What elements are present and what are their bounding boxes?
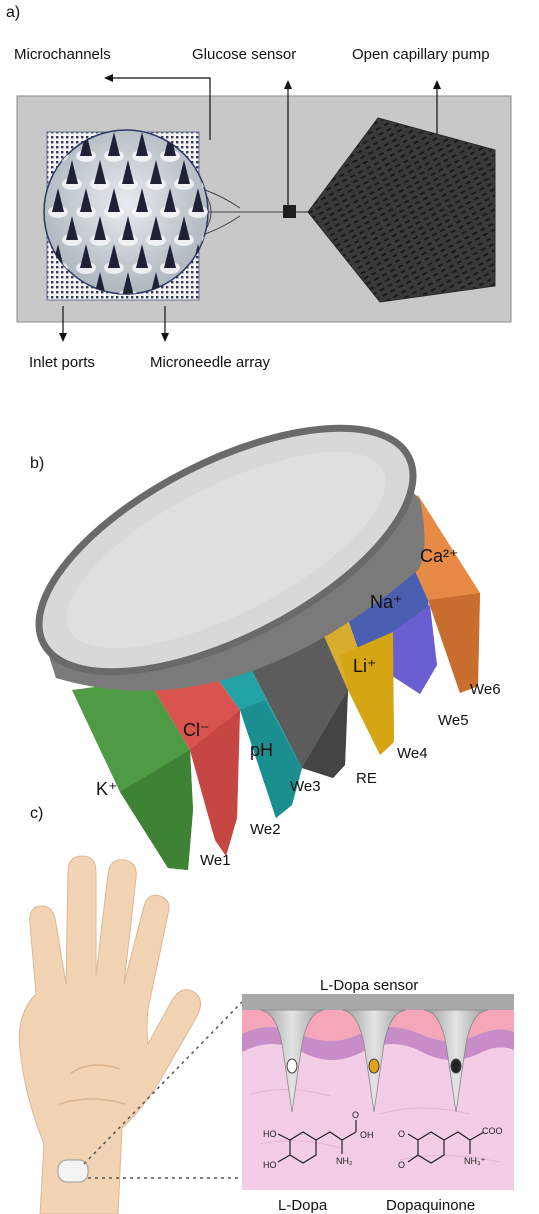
microneedle	[66, 160, 78, 184]
sensor-disc	[35, 424, 425, 691]
microneedle	[52, 188, 64, 212]
electrode-label-we6: We6	[470, 681, 501, 698]
microneedle	[108, 244, 120, 268]
microneedle	[164, 244, 176, 268]
ldopa-molecule	[277, 1120, 357, 1164]
label-glucose-sensor: Glucose sensor	[192, 46, 297, 63]
electrode-label-we3: We3	[290, 778, 321, 795]
microneedle	[80, 132, 92, 156]
chem-nh3: NH₃⁺	[464, 1156, 486, 1166]
microneedle	[150, 160, 162, 184]
dopaquinone-molecule	[407, 1131, 485, 1164]
ion-label-k: K⁺	[96, 779, 118, 799]
hand-illustration	[18, 855, 201, 1214]
chem-nh2: NH₂	[336, 1156, 353, 1166]
microneedle	[80, 188, 92, 212]
microneedle	[136, 188, 148, 212]
chem-oh: OH	[360, 1130, 374, 1140]
microneedle	[80, 244, 92, 268]
label-inlet-ports: Inlet ports	[29, 354, 95, 371]
electrode-k	[72, 680, 193, 870]
ion-label-ca: Ca²⁺	[420, 546, 459, 566]
electrode-label-we4: We4	[397, 745, 428, 762]
chem-o-top: O	[398, 1129, 405, 1139]
panel-b-figure: K⁺ Cl⁻ pH Li⁺ Na⁺ Ca²⁺ We1 We2 We3 RE We…	[35, 424, 501, 870]
microneedle	[122, 272, 134, 294]
ldopa-label: L-Dopa	[278, 1197, 328, 1214]
microneedle	[94, 216, 106, 240]
chem-ho-bottom: HO	[263, 1160, 277, 1170]
microneedle	[136, 244, 148, 268]
chem-coo: COO	[482, 1126, 503, 1136]
ion-label-cl: Cl⁻	[183, 720, 210, 740]
microneedle	[108, 188, 120, 212]
chem-ho-top: HO	[263, 1129, 277, 1139]
electrode-label-we2: We2	[250, 821, 281, 838]
microneedle	[164, 132, 176, 156]
label-microneedle-array: Microneedle array	[150, 354, 271, 371]
microneedle	[108, 132, 120, 156]
chem-o-bottom: O	[398, 1160, 405, 1170]
microneedle	[178, 216, 190, 240]
label-microchannels: Microchannels	[14, 46, 111, 63]
microneedle	[66, 216, 78, 240]
electrode-label-we1: We1	[200, 852, 231, 869]
electrode-label-re: RE	[356, 770, 377, 787]
capillary-pump	[307, 117, 496, 303]
dopaquinone-label: Dopaquinone	[386, 1197, 475, 1214]
panel-a-letter: a)	[6, 4, 21, 21]
ldopa-sensor-title: L-Dopa sensor	[320, 977, 418, 994]
microneedle	[94, 160, 106, 184]
electrode-cl	[148, 655, 240, 856]
ldopa-sensor-needles	[242, 994, 514, 1113]
glucose-sensor-square	[283, 205, 296, 218]
microneedle-lens	[43, 129, 209, 295]
microneedle	[192, 188, 204, 212]
ion-label-li: Li⁺	[353, 656, 377, 676]
microneedle	[150, 216, 162, 240]
microneedle	[122, 216, 134, 240]
label-open-capillary-pump: Open capillary pump	[352, 46, 490, 63]
wrist-patch	[57, 1159, 89, 1183]
ion-label-ph: pH	[250, 740, 273, 760]
microneedle	[178, 160, 190, 184]
chem-o-carbonyl: O	[352, 1110, 359, 1120]
microneedle	[164, 188, 176, 212]
microneedle	[122, 160, 134, 184]
panel-c-figure: HO HO O OH NH₂ O O COO NH₃⁺ L-Dopa senso…	[18, 855, 514, 1214]
ion-label-na: Na⁺	[370, 592, 403, 612]
panel-b-letter: b)	[30, 455, 45, 472]
panel-a-figure	[16, 74, 512, 342]
panel-c-letter: c)	[30, 805, 44, 822]
microneedle	[136, 132, 148, 156]
electrode-label-we5: We5	[438, 712, 469, 729]
